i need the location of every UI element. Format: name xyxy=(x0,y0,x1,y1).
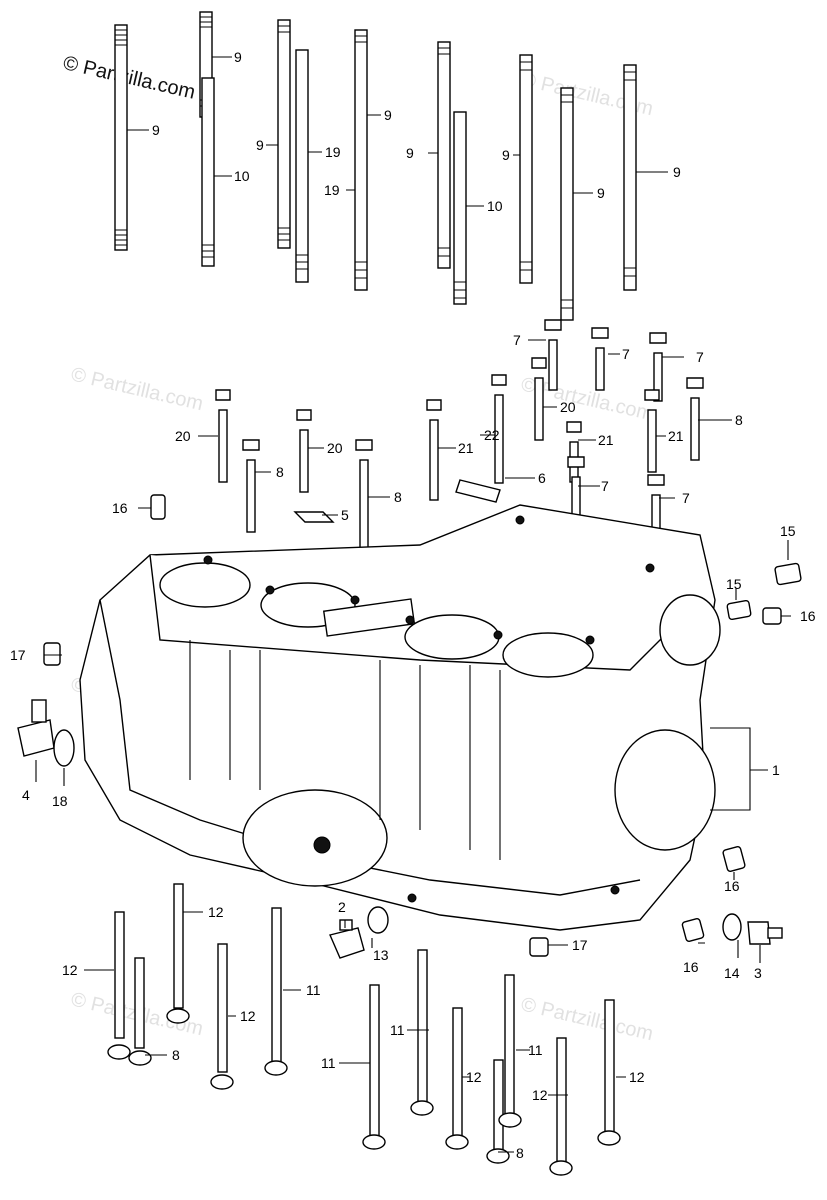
stud xyxy=(623,64,637,291)
callout-label: 9 xyxy=(597,185,605,201)
bracket xyxy=(455,479,501,503)
stud xyxy=(560,87,574,321)
callout-label: 13 xyxy=(373,947,389,963)
stud xyxy=(114,24,128,251)
callout-label: 6 xyxy=(538,470,546,486)
callout-label: 9 xyxy=(673,164,681,180)
callout-label: 3 xyxy=(754,965,762,981)
callout-label: 11 xyxy=(321,1055,336,1071)
callout-label: 17 xyxy=(10,647,26,663)
callout-label: 12 xyxy=(62,962,78,978)
callout-label: 7 xyxy=(622,346,630,362)
callout-label: 15 xyxy=(726,576,742,592)
stud xyxy=(277,19,291,249)
callout-label: 18 xyxy=(52,793,68,809)
callout-label: 8 xyxy=(394,489,402,505)
callout-label: 11 xyxy=(528,1042,543,1058)
callout-label: 12 xyxy=(240,1008,256,1024)
callout-label: 9 xyxy=(234,49,242,65)
callout-label: 9 xyxy=(502,147,510,163)
crankcase-bolts-upper xyxy=(215,319,704,549)
stud xyxy=(437,41,451,269)
callout-label: 10 xyxy=(487,198,503,214)
callout-label: 19 xyxy=(325,144,341,160)
callout-label: 22 xyxy=(484,427,500,443)
stud xyxy=(453,111,467,305)
callout-label: 8 xyxy=(276,464,284,480)
callout-label: 12 xyxy=(532,1087,548,1103)
callout-label: 8 xyxy=(516,1145,524,1161)
watermark-text: © Partzilla.com xyxy=(519,993,655,1045)
callout-label: 15 xyxy=(780,523,796,539)
watermark-text: © Partzilla.com xyxy=(69,363,205,415)
callout-label: 9 xyxy=(256,137,264,153)
callout-label: 14 xyxy=(724,965,740,981)
callout-label: 10 xyxy=(234,168,250,184)
stud xyxy=(354,29,368,291)
callout-label: 20 xyxy=(175,428,191,444)
callout-label: 16 xyxy=(112,500,128,516)
callout-label: 17 xyxy=(572,937,588,953)
callout-label: 16 xyxy=(683,959,699,975)
callout-label: 7 xyxy=(696,349,704,365)
callout-label: 8 xyxy=(172,1047,180,1063)
callout-label: 16 xyxy=(724,878,740,894)
cylinder-studs xyxy=(114,11,637,321)
callout-label: 8 xyxy=(735,412,743,428)
callout-label: 7 xyxy=(513,332,521,348)
callout-label: 12 xyxy=(466,1069,482,1085)
bracket xyxy=(293,511,335,523)
stud xyxy=(201,77,215,267)
stud xyxy=(295,49,309,283)
callout-label: 2 xyxy=(338,899,346,915)
part-callouts: 9 9 10 9 19 9 19 9 10 9 9 9 7 7 7 20 8 2… xyxy=(10,49,816,1161)
callout-label: 4 xyxy=(22,787,30,803)
leader-lines xyxy=(35,56,791,1153)
callout-label: 7 xyxy=(682,490,690,506)
callout-label: 12 xyxy=(629,1069,645,1085)
crankcase-body xyxy=(79,504,721,931)
callout-label: 1 xyxy=(772,762,780,778)
callout-label: 19 xyxy=(324,182,340,198)
callout-label: 5 xyxy=(341,507,349,523)
callout-label: 20 xyxy=(560,399,576,415)
callout-label: 9 xyxy=(384,107,392,123)
stud xyxy=(519,54,533,284)
callout-label: 11 xyxy=(306,982,321,998)
callout-label: 16 xyxy=(800,608,816,624)
callout-label: 9 xyxy=(406,145,414,161)
callout-label: 12 xyxy=(208,904,224,920)
callout-label: 20 xyxy=(327,440,343,456)
callout-label: 9 xyxy=(152,122,160,138)
callout-label: 21 xyxy=(668,428,684,444)
callout-label: 21 xyxy=(458,440,474,456)
small-parts xyxy=(17,494,802,959)
callout-label: 11 xyxy=(390,1022,405,1038)
callout-label: 21 xyxy=(598,432,614,448)
crankcase-bolts-lower xyxy=(107,883,621,1176)
callout-label: 7 xyxy=(601,478,609,494)
